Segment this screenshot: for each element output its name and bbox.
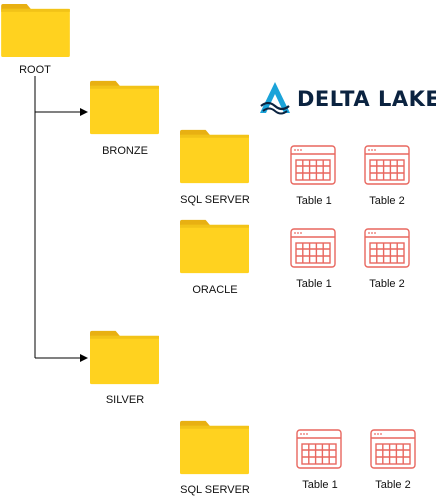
silver-folder-icon[interactable]	[90, 330, 159, 385]
delta-lake-logo: DELTA LAKE	[258, 80, 436, 118]
bronze-folder-label: BRONZE	[102, 145, 148, 157]
silver-sql-server-folder-label: SQL SERVER	[180, 484, 250, 496]
delta-lake-logo-text: DELTA LAKE	[297, 87, 436, 111]
bronze-oracle-table-2-label: Table 2	[369, 278, 405, 290]
root-folder-icon[interactable]	[1, 4, 70, 57]
silver-folder-label: SILVER	[105, 394, 145, 406]
bronze-sql-server-table-2-icon[interactable]	[364, 145, 410, 185]
delta-lake-logo-icon	[260, 82, 290, 115]
silver-sql-server-table-1-icon[interactable]	[296, 429, 342, 469]
bronze-folder-icon[interactable]	[90, 80, 159, 135]
silver-sql-server-table-1-label: Table 1	[302, 479, 338, 491]
bronze-sql-server-table-1-icon[interactable]	[290, 145, 336, 185]
bronze-sql-server-table-1-label: Table 1	[296, 195, 332, 207]
bronze-oracle-folder-label: ORACLE	[192, 284, 238, 296]
silver-sql-server-table-2-label: Table 2	[375, 479, 411, 491]
bronze-sql-server-folder-label: SQL SERVER	[180, 194, 250, 206]
silver-sql-server-table-2-icon[interactable]	[370, 429, 416, 469]
bronze-oracle-table-2-icon[interactable]	[364, 228, 410, 268]
bronze-sql-server-folder-icon[interactable]	[180, 129, 249, 184]
bronze-oracle-table-1-icon[interactable]	[290, 228, 336, 268]
root-folder-label: ROOT	[19, 64, 51, 76]
bronze-oracle-folder-icon[interactable]	[180, 219, 249, 274]
bronze-oracle-table-1-label: Table 1	[296, 278, 332, 290]
silver-sql-server-folder-icon[interactable]	[180, 420, 249, 475]
bronze-sql-server-table-2-label: Table 2	[369, 195, 405, 207]
